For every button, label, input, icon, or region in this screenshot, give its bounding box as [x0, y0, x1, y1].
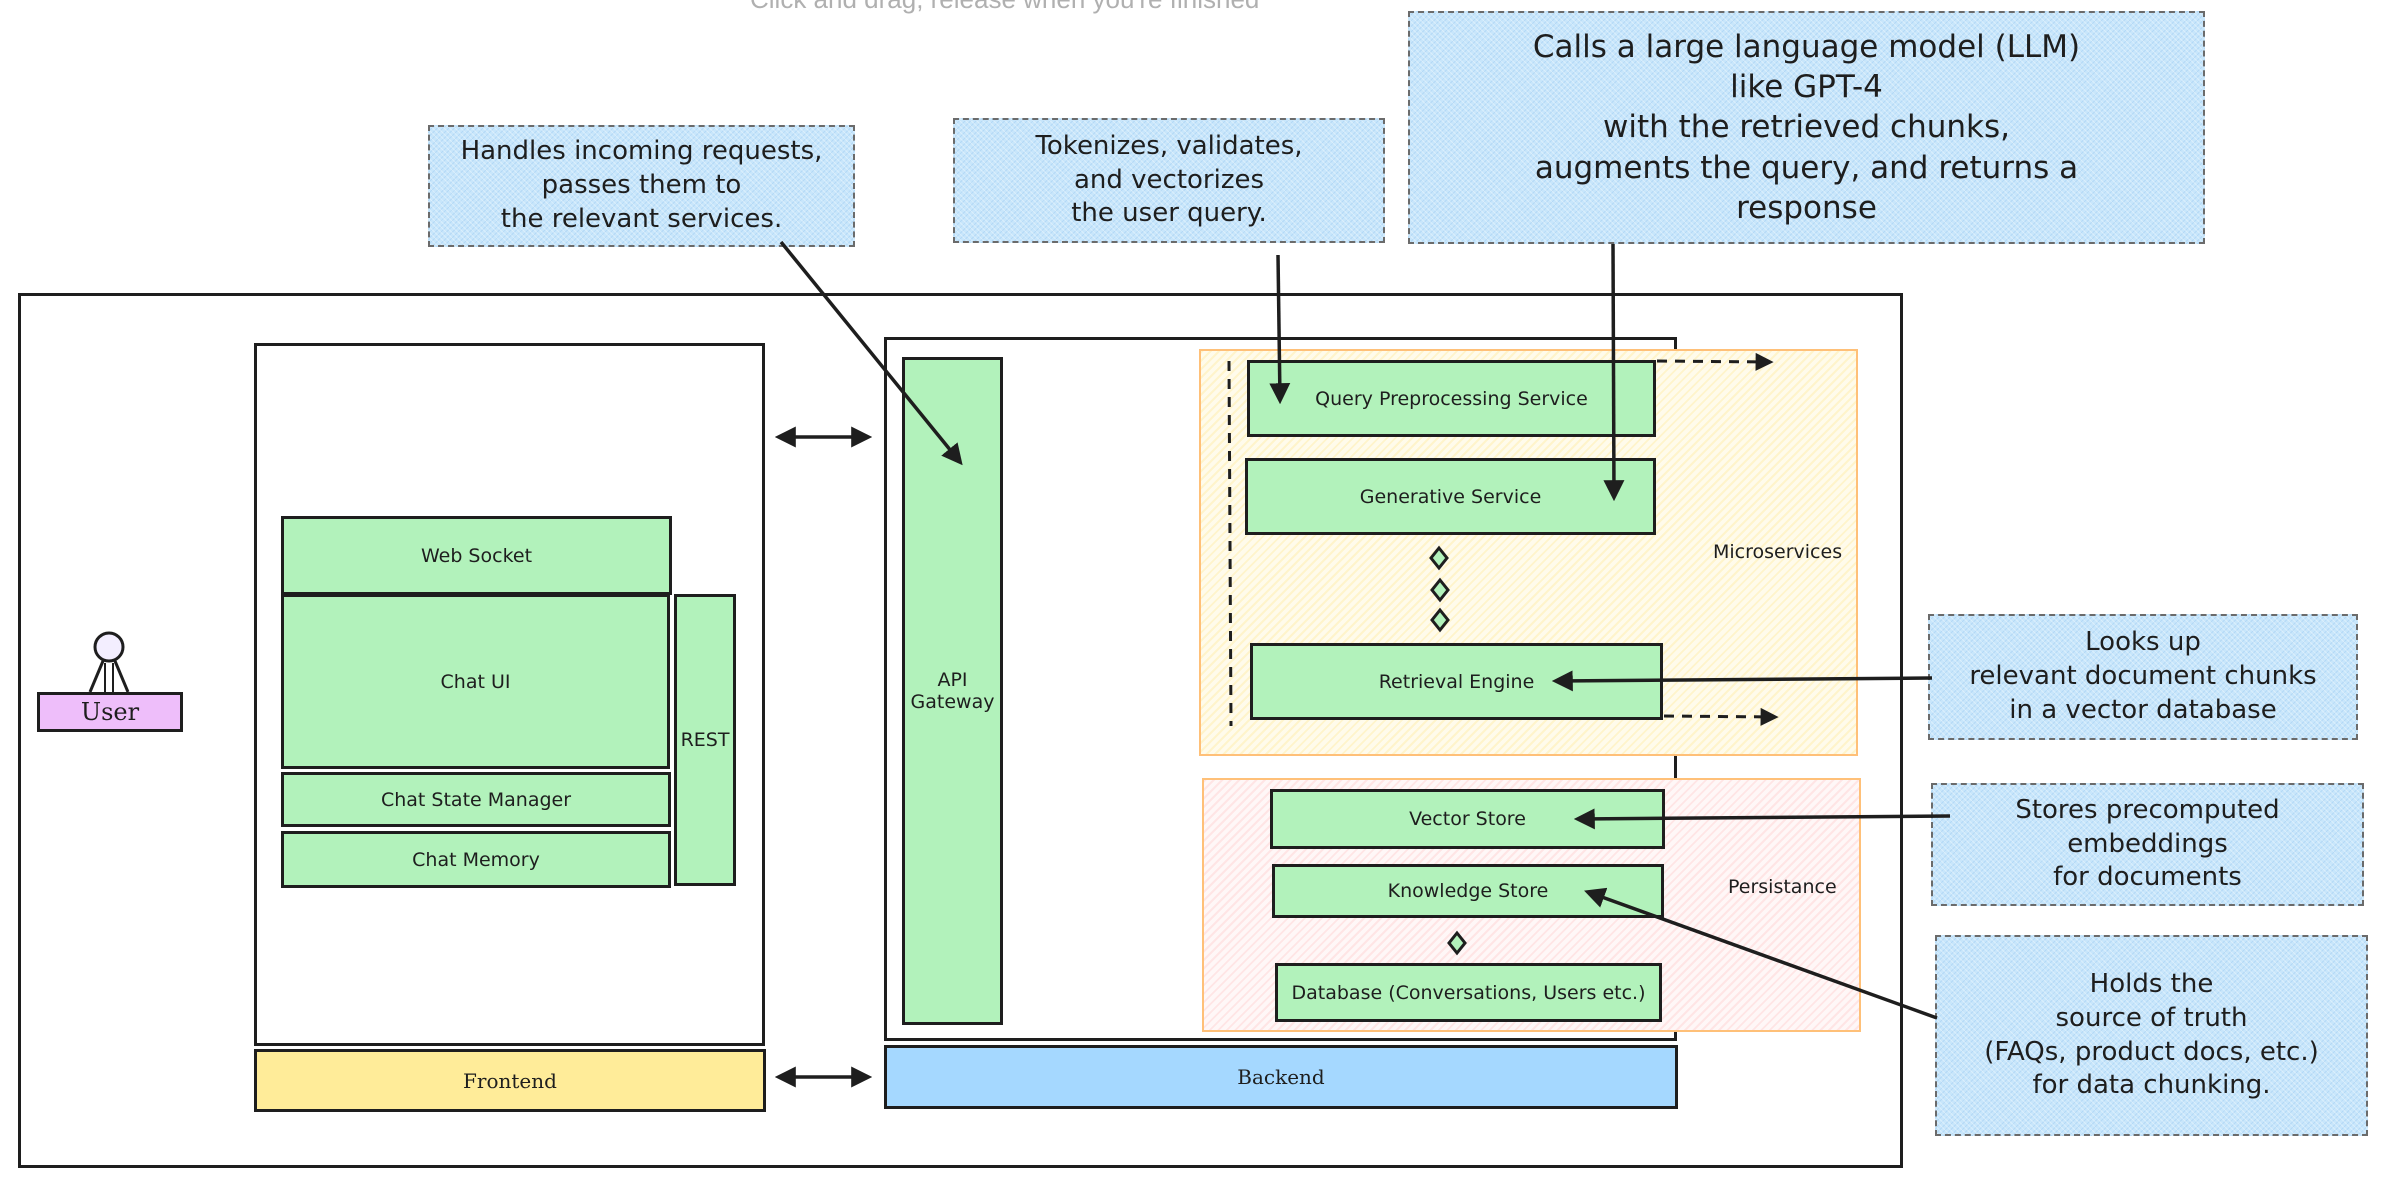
- persistence-label: Persistance: [1728, 876, 1837, 898]
- rest-component[interactable]: REST: [674, 594, 736, 886]
- generative-service[interactable]: Generative Service: [1245, 458, 1656, 535]
- note-knowledge-store[interactable]: Holds the source of truth (FAQs, product…: [1935, 935, 2368, 1136]
- note-retrieval-engine[interactable]: Looks up relevant document chunks in a v…: [1928, 614, 2358, 740]
- api-gateway-component[interactable]: API Gateway: [902, 357, 1003, 1025]
- backend-label-bar[interactable]: Backend: [884, 1045, 1678, 1109]
- chat-memory-component[interactable]: Chat Memory: [281, 831, 671, 888]
- note-query-preprocessing[interactable]: Tokenizes, validates, and vectorizes the…: [953, 118, 1385, 243]
- note-generative-service[interactable]: Calls a large language model (LLM) like …: [1408, 11, 2205, 244]
- knowledge-store[interactable]: Knowledge Store: [1272, 864, 1664, 918]
- vector-store[interactable]: Vector Store: [1270, 789, 1665, 849]
- note-api-gateway[interactable]: Handles incoming requests, passes them t…: [428, 125, 855, 247]
- note-vector-store[interactable]: Stores precomputed embeddings for docume…: [1931, 783, 2364, 906]
- person-icon: [88, 631, 130, 693]
- query-preprocessing-service[interactable]: Query Preprocessing Service: [1247, 360, 1656, 437]
- database-store[interactable]: Database (Conversations, Users etc.): [1275, 963, 1662, 1022]
- chat-ui-component[interactable]: Chat UI: [281, 594, 670, 769]
- user-actor[interactable]: User: [37, 630, 183, 732]
- chat-state-manager-component[interactable]: Chat State Manager: [281, 772, 671, 827]
- drag-hint-text: Click and drag, release when you're fini…: [750, 0, 1259, 15]
- frontend-label-bar[interactable]: Frontend: [254, 1049, 766, 1112]
- microservices-label: Microservices: [1713, 541, 1843, 563]
- user-label: User: [37, 692, 183, 732]
- web-socket-component[interactable]: Web Socket: [281, 516, 672, 595]
- retrieval-engine[interactable]: Retrieval Engine: [1250, 643, 1663, 720]
- frontend-container[interactable]: [254, 343, 765, 1046]
